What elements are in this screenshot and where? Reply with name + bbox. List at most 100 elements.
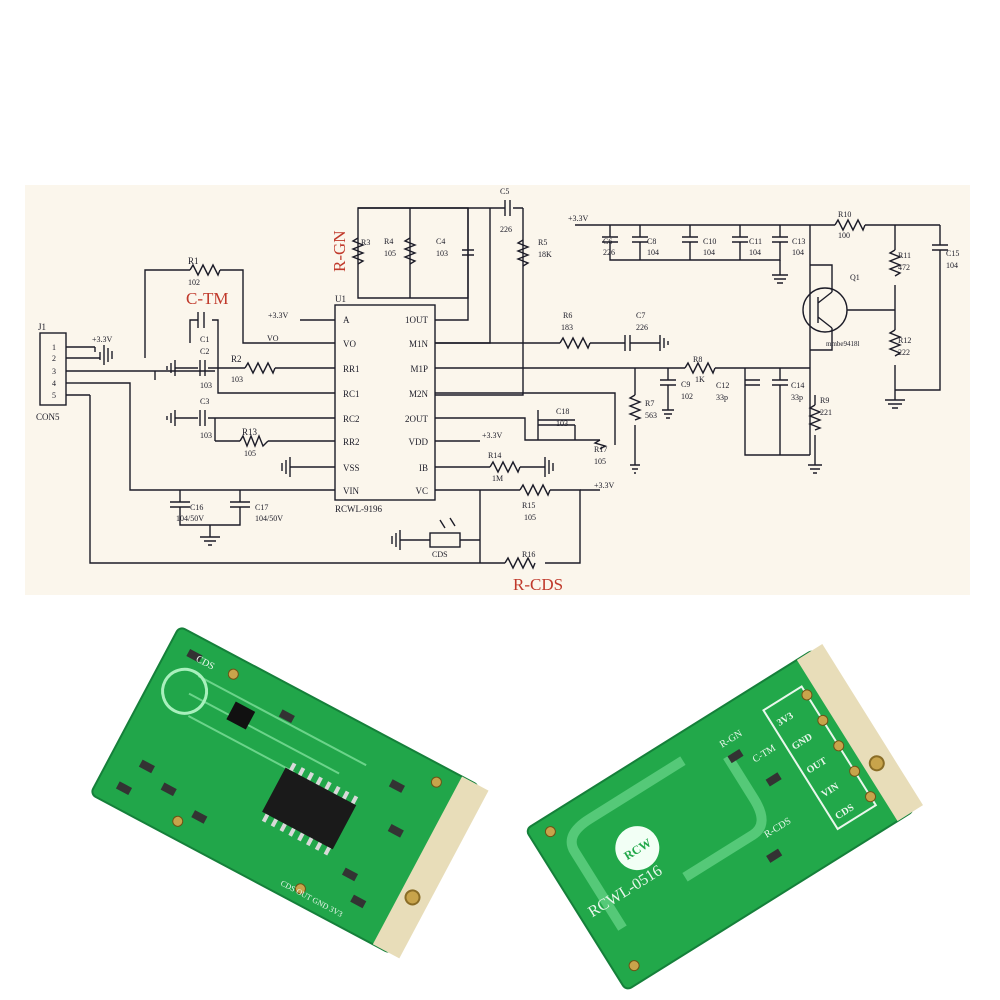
c5-ref: C5 [500,187,509,196]
c14-ref: C14 [791,381,804,390]
c9-ref: C9 [681,380,690,389]
r4-ref: R4 [384,237,393,246]
c6-ref: C6 [603,237,612,246]
q1-part: mmbe9418l [826,340,859,348]
c18-ref: C18 [556,407,569,416]
left-pcb: CDS CDS OUT GND 3V3 [91,627,489,959]
r11-symbol [888,249,902,277]
c7-ref: C7 [636,311,645,320]
r14-ref: R14 [488,451,501,460]
r5-value: 18K [538,250,552,259]
r11-ref: R11 [898,251,911,260]
r10-symbol [834,218,866,232]
ic-pin-vo: VO [343,339,356,349]
r6-value: 183 [561,323,573,332]
r1-ref: R1 [188,256,199,266]
r13-symbol [239,434,269,448]
r8-ref: R8 [693,355,702,364]
r15-value: 105 [524,513,536,522]
rcw-logo [615,826,660,871]
ic-pin-2out: 2OUT [405,414,428,424]
r1-symbol [189,263,221,277]
ic-pin-vss: VSS [343,463,360,473]
c14-value: 33p [791,393,803,402]
c3-value: 103 [200,431,212,440]
r4-symbol [403,237,417,265]
c9-value: 102 [681,392,693,401]
c3-ref: C3 [200,397,209,406]
r8-value: 1K [695,375,705,384]
ic-pin-rc2: RC2 [343,414,360,424]
r9-symbol [808,404,822,431]
c8-ref: C8 [647,237,656,246]
r12-value: 222 [898,348,910,357]
r12-symbol [888,329,902,357]
label-rcds: R-CDS [513,575,563,594]
c4-ref: C4 [436,237,445,246]
c15-value: 104 [946,261,958,270]
ic-pin-m2n: M2N [409,389,429,399]
connector-body [39,332,67,406]
r7-value: 563 [645,411,657,420]
rail-top-label: +3.3V [568,214,589,223]
c13-ref: C13 [792,237,805,246]
ic-pin-ib: IB [419,463,428,473]
c12-value: 33p [716,393,728,402]
ic-pin-m1n: M1N [409,339,429,349]
cds-sensor-symbol [429,532,461,548]
r8-symbol [684,361,716,375]
r15-symbol [519,483,551,497]
c2-value: 103 [200,381,212,390]
r2-ref: R2 [231,354,242,364]
r11-value: 472 [898,263,910,272]
r6-symbol [559,336,591,350]
r6-ref: R6 [563,311,572,320]
ic-pin-m1p: M1P [410,364,428,374]
r9-value: 221 [820,408,832,417]
right-pcb: RCW RCWL-0516 R-GN C-TM R-CDS 3V3 GND OU… [526,644,923,990]
r17-symbol [593,439,607,450]
ic-pin-rc1: RC1 [343,389,360,399]
connector-pin-3: 3 [52,367,56,376]
r17-value: 105 [594,457,606,466]
r5-symbol [516,239,530,267]
r13-ref: R13 [242,427,258,437]
c1-ref: C1 [200,335,209,344]
connector-pin-5: 5 [52,391,56,400]
r16-ref: R16 [522,550,535,559]
r9-ref: R9 [820,396,829,405]
c17-value: 104/50V [255,514,283,523]
connector-pin-4: 4 [52,379,56,388]
r3-ref: R3 [361,238,370,247]
vo-net-label: VO [267,334,279,343]
c10-value: 104 [703,248,715,257]
rail-vdd-label: +3.3V [482,431,503,440]
r7-symbol [628,394,642,421]
ic-pin-rr1: RR1 [343,364,360,374]
c11-value: 104 [749,248,761,257]
ic-pin-a: A [343,315,350,325]
c8-value: 104 [647,248,659,257]
c16-ref: C16 [190,503,203,512]
ic-pin-vin: VIN [343,486,359,496]
r10-value: 100 [838,231,850,240]
ic-right-pins: 1OUT M1N M1P M2N 2OUT VDD IB VC [405,315,428,496]
r17-ref: R17 [594,445,607,454]
c4-value: 103 [436,249,448,258]
label-ctm: C-TM [186,289,229,308]
board-photos: CDS CDS OUT GND 3V3 RCW RCWL-0516 R-GN C… [91,627,923,990]
r16-symbol [504,556,536,570]
r13-value: 105 [244,449,256,458]
c6-value: 226 [603,248,615,257]
connector-pin-2: 2 [52,354,56,363]
c10-ref: C10 [703,237,716,246]
ic-pin-vdd: VDD [409,437,429,447]
schematic-paper [25,185,970,595]
circuit-schematic: J1 CON5 +3.3V 1 2 3 4 5 U1 RCWL-9196 A V… [25,185,970,595]
r7-ref: R7 [645,399,654,408]
connector-pin-1: 1 [52,343,56,352]
r15-ref: R15 [522,501,535,510]
ic-part: RCWL-9196 [335,504,382,514]
q1-ref: Q1 [850,273,860,282]
rail-vc-label: +3.3V [594,481,615,490]
